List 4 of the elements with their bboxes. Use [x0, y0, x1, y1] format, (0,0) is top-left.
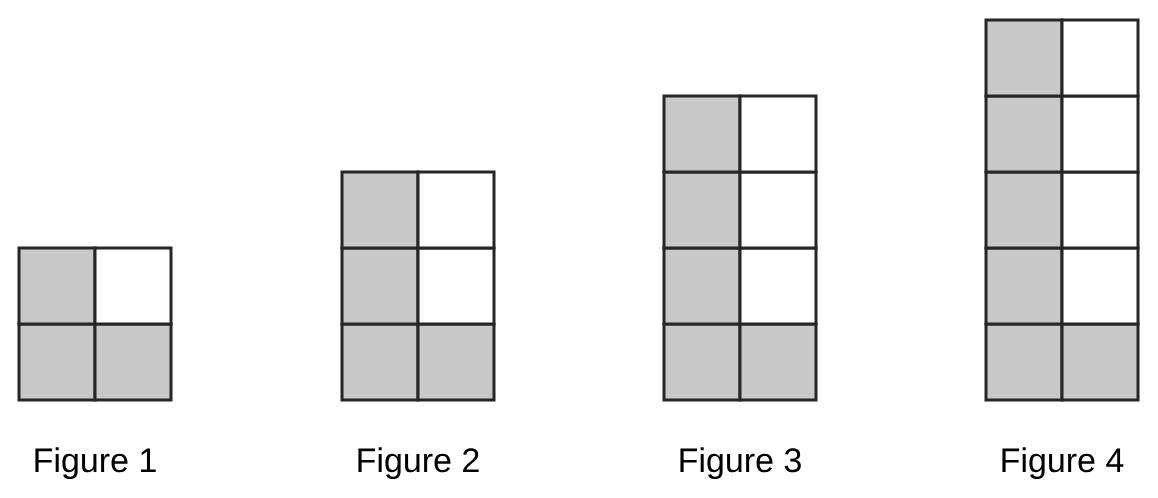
figure-label: Figure 4: [1002, 447, 1124, 480]
figure-label: Figure 1: [35, 447, 156, 480]
figure-label: Figure 2: [358, 447, 479, 480]
figure-label: Figure 3: [680, 447, 801, 480]
